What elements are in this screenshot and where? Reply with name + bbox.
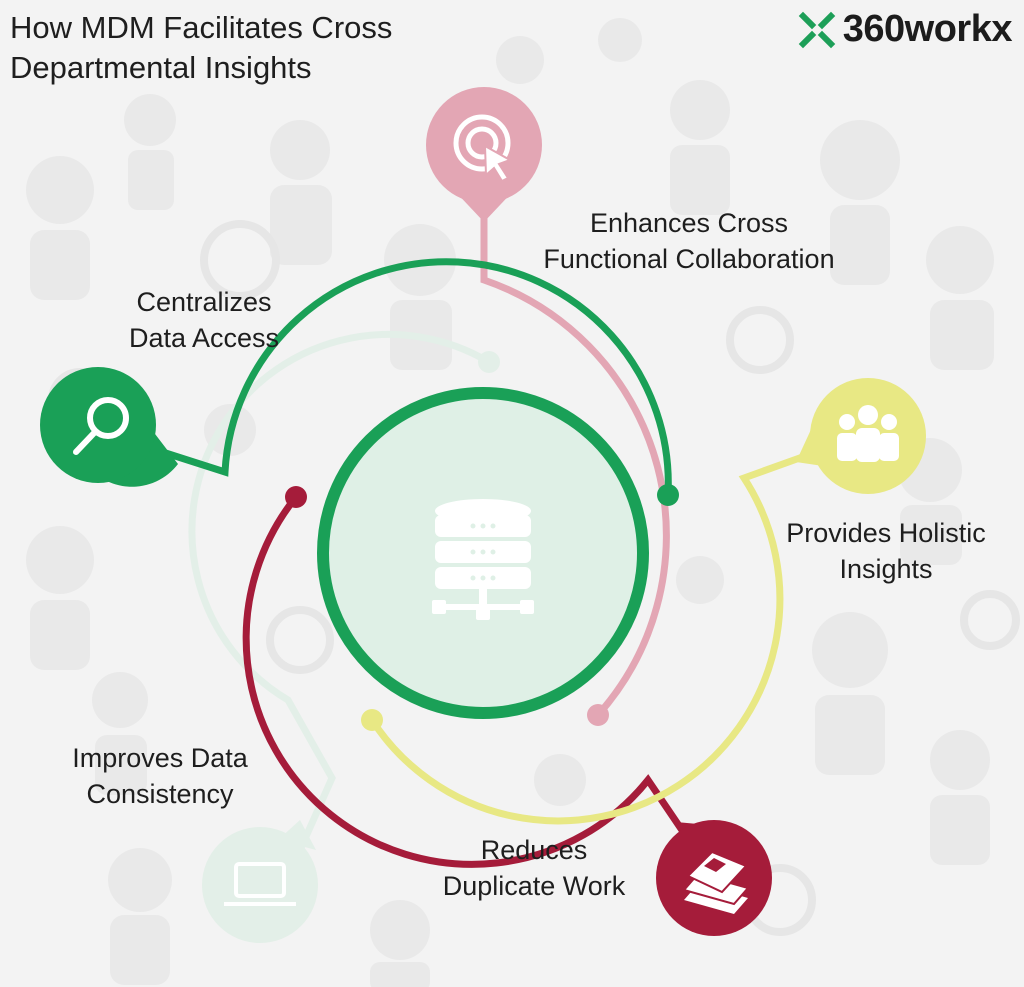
label-collaboration-line-1: Enhances Cross (589, 208, 789, 238)
label-holistic-line-2: Insights (839, 554, 933, 584)
label-centralizes-line-1: Centralizes (136, 287, 272, 317)
collaboration-connector (480, 200, 670, 726)
label-holistic-line-1: Provides Holistic (786, 518, 986, 548)
label-consistency: Improves Data Consistency (40, 740, 280, 812)
brand-name: 360workx (842, 8, 1013, 50)
brand-logo: 360workx (797, 8, 1013, 51)
title-line-2: Departmental Insights (10, 50, 312, 85)
laptop-icon (224, 862, 296, 906)
label-duplicate: Reduces Duplicate Work (414, 832, 654, 904)
centralizes-connector (148, 258, 679, 506)
consistency-connector (188, 330, 500, 852)
label-consistency-line-1: Improves Data (72, 743, 248, 773)
title-line-1: How MDM Facilitates Cross (10, 10, 393, 45)
label-duplicate-line-2: Duplicate Work (442, 871, 626, 901)
label-centralizes-line-2: Data Access (128, 323, 280, 353)
label-duplicate-line-1: Reduces (480, 835, 588, 865)
people-group-icon (837, 405, 899, 462)
book-stack-icon (682, 850, 750, 914)
database-server-icon (432, 499, 534, 620)
node-centralizes (40, 367, 178, 487)
node-consistency (202, 820, 318, 943)
duplicate-connector (242, 486, 693, 868)
target-click-icon (453, 114, 513, 183)
label-collaboration: Enhances Cross Functional Collaboration (500, 205, 878, 277)
label-holistic: Provides Holistic Insights (755, 515, 1017, 587)
label-centralizes: Centralizes Data Access (94, 284, 314, 356)
magnifier-icon (73, 397, 129, 455)
page-title: How MDM Facilitates Cross Departmental I… (10, 8, 392, 88)
x-logo-icon (798, 11, 836, 48)
label-consistency-line-2: Consistency (86, 779, 234, 809)
holistic-connector (361, 451, 810, 825)
label-collaboration-line-2: Functional Collaboration (543, 244, 835, 274)
